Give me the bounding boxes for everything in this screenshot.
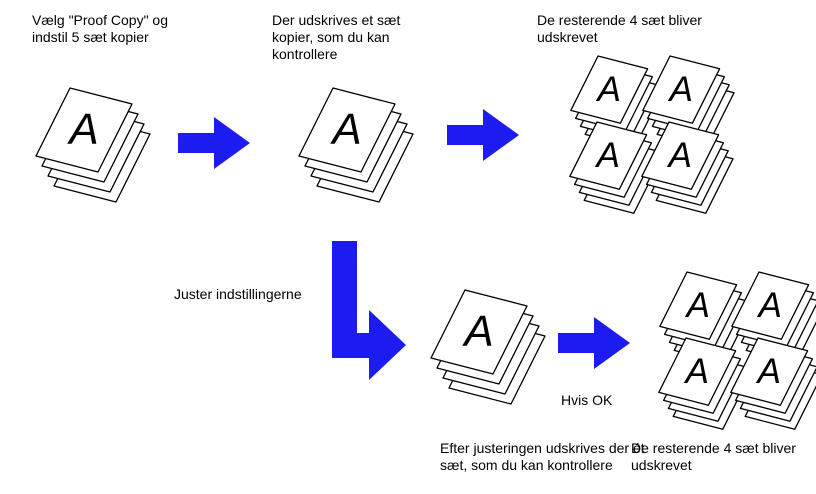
paper-sheet [298, 87, 396, 173]
page-letter: A [594, 136, 619, 175]
flow-arrows [178, 109, 630, 380]
paper-sheet [430, 289, 528, 375]
page-letter: A [684, 286, 709, 325]
paper-sheet [569, 121, 648, 190]
if-ok-caption: Hvis OK [561, 392, 613, 408]
paper-sheet [659, 271, 738, 340]
step2-caption: Der udskrives et sæt kopier, som du kan … [272, 12, 401, 62]
paper-stack-icon: A [642, 55, 735, 148]
step1-caption: Vælg "Proof Copy" og indstil 5 sæt kopie… [32, 12, 169, 45]
adjust-settings-caption: Juster indstillingerne [174, 286, 302, 302]
page-letter: A [683, 352, 708, 391]
page-letter: A [755, 352, 780, 391]
paper-stack-icon: A [641, 121, 734, 214]
paper-sheet [641, 121, 720, 190]
paper-stack-icon: A [298, 87, 414, 203]
page-letter: A [666, 136, 691, 175]
paper-sheet [642, 55, 721, 124]
page-letter: A [461, 307, 493, 356]
down-right-arrow-icon [332, 241, 406, 380]
paper-stack-icon: A [569, 121, 662, 214]
right-arrow-icon [447, 109, 519, 161]
paper-stack-icon: A [658, 337, 751, 430]
page-letter: A [329, 105, 361, 154]
right-arrow-icon [178, 117, 250, 169]
step4-caption: Efter justeringen udskrives der ét sæt, … [440, 440, 645, 473]
page-letter: A [595, 70, 620, 109]
page-letter: A [667, 70, 692, 109]
paper-sheet [730, 337, 809, 406]
paper-stack-icon: A [730, 337, 816, 430]
paper-stack-icon: A [35, 87, 151, 203]
paper-stack-icon: A [430, 289, 546, 405]
page-letter: A [66, 105, 98, 154]
page-letter: A [756, 286, 781, 325]
paper-sheet [35, 87, 133, 173]
paper-sheet [731, 271, 810, 340]
step5-caption: De resterende 4 sæt bliver udskrevet [631, 440, 796, 473]
step3-caption: De resterende 4 sæt bliver udskrevet [537, 12, 702, 45]
right-arrow-icon [558, 317, 630, 369]
paper-sheet [658, 337, 737, 406]
paper-sheet [570, 55, 649, 124]
